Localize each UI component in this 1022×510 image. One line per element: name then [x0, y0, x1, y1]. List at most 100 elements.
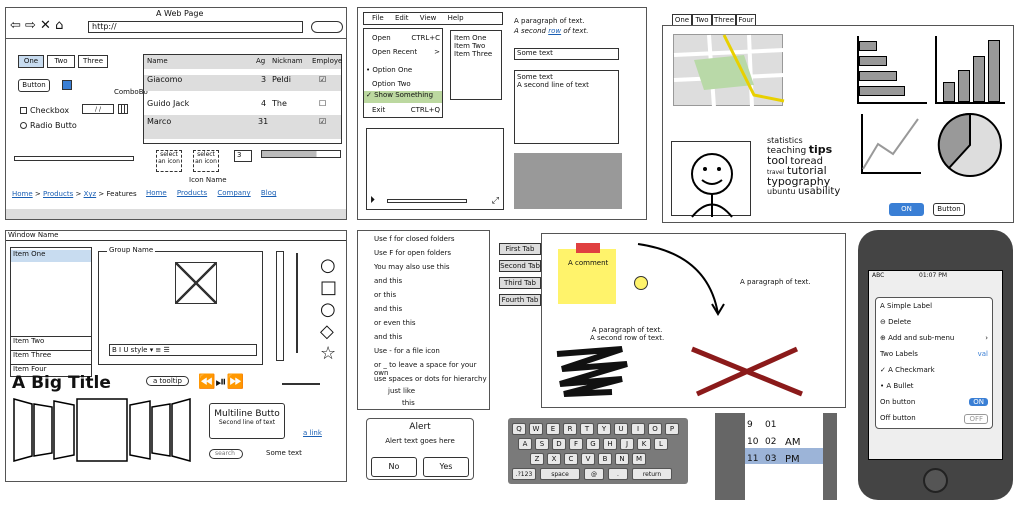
tree-item[interactable]: just like [388, 387, 415, 395]
list-item[interactable]: ⊕ Add and sub-menu› [880, 334, 988, 342]
text-input[interactable]: Some text [514, 48, 619, 60]
color-swatch[interactable] [62, 80, 72, 90]
key-dot[interactable]: . [608, 468, 628, 480]
key-r[interactable]: R [563, 423, 577, 435]
menu-item[interactable]: • Option One [366, 66, 413, 74]
combobox[interactable]: ComboBo [114, 88, 148, 96]
key-v[interactable]: V [581, 453, 595, 465]
key-e[interactable]: E [546, 423, 560, 435]
no-button[interactable]: No [371, 457, 417, 477]
seek-bar[interactable] [387, 199, 467, 203]
toggle-on[interactable]: ON [889, 203, 924, 216]
link[interactable]: a link [303, 429, 322, 437]
grid-header[interactable]: Ag [256, 57, 266, 65]
media-controls[interactable]: ⏪⏯⏩ [198, 374, 245, 390]
list-item[interactable]: Item Two [454, 42, 486, 50]
yes-button[interactable]: Yes [423, 457, 469, 477]
key-u[interactable]: U [614, 423, 628, 435]
volume-slider[interactable] [282, 383, 320, 385]
url-bar[interactable]: http:// [88, 21, 303, 33]
search-box[interactable] [311, 21, 343, 33]
tree-item[interactable]: this [402, 399, 415, 407]
key-c[interactable]: C [564, 453, 578, 465]
key-g[interactable]: G [586, 438, 600, 450]
tab-two[interactable]: Two [47, 55, 75, 68]
tree-item[interactable]: or this [374, 291, 397, 299]
key-at[interactable]: @ [584, 468, 604, 480]
list-item[interactable]: ⊖ Delete [880, 318, 912, 326]
key-p[interactable]: P [665, 423, 679, 435]
key-o[interactable]: O [648, 423, 662, 435]
tab-second[interactable]: Second Tab [499, 260, 541, 272]
button[interactable]: Button [18, 79, 50, 92]
key-k[interactable]: K [637, 438, 651, 450]
tree-item[interactable]: and this [374, 333, 403, 341]
grid-header[interactable]: Employe [312, 57, 343, 65]
menu-item[interactable]: Open Recent> [372, 48, 440, 56]
tab-third[interactable]: Third Tab [499, 277, 541, 289]
key-q[interactable]: Q [512, 423, 526, 435]
list-item[interactable]: A Simple Label [880, 302, 933, 310]
tab-one[interactable]: One [18, 55, 44, 68]
tree-item[interactable]: or _ to leave a space for your own [374, 361, 477, 377]
checkbox[interactable]: Checkbox [20, 106, 69, 115]
tab-three[interactable]: Three [78, 55, 108, 68]
slider-horizontal[interactable] [14, 156, 134, 161]
tab-first[interactable]: First Tab [499, 243, 541, 255]
tab-fourth[interactable]: Fourth Tab [499, 294, 541, 306]
grid-header[interactable]: Nicknam [272, 57, 303, 65]
tree-item[interactable]: use spaces or dots for hierarchy [374, 375, 487, 383]
tab-one[interactable]: One [672, 14, 692, 26]
key-return[interactable]: return [632, 468, 672, 480]
map[interactable] [673, 34, 785, 108]
nav-arrows[interactable]: ⇦ ⇨ ✕ ⌂ [10, 18, 64, 33]
key-numbers[interactable]: .?123 [512, 468, 536, 480]
list-item[interactable]: Item Two [11, 336, 91, 345]
rich-text-toolbar[interactable]: B I U style ▾ ≡ ☰ [109, 344, 257, 356]
calendar-icon[interactable] [118, 104, 128, 114]
key-t[interactable]: T [580, 423, 594, 435]
icon-picker[interactable]: select an icon [193, 150, 219, 172]
key-h[interactable]: H [603, 438, 617, 450]
list-item[interactable]: Item One [11, 250, 91, 262]
menu-item[interactable]: ✓ Show Something [364, 91, 442, 103]
numeric-stepper[interactable]: 3 [234, 150, 252, 162]
date-field[interactable]: / / [82, 104, 114, 114]
list-item[interactable]: Item One [454, 34, 487, 42]
tree-item[interactable]: Use - for a file icon [374, 347, 440, 355]
key-i[interactable]: I [631, 423, 645, 435]
key-j[interactable]: J [620, 438, 634, 450]
key-x[interactable]: X [547, 453, 561, 465]
tree-item[interactable]: or even this [374, 319, 416, 327]
key-d[interactable]: D [552, 438, 566, 450]
list-item[interactable]: Item Three [454, 50, 493, 58]
list-item[interactable]: ✓ A Checkmark [880, 366, 935, 374]
key-l[interactable]: L [654, 438, 668, 450]
key-a[interactable]: A [518, 438, 532, 450]
slider-vertical[interactable] [296, 253, 298, 353]
video-player[interactable]: ⏵ ⤢ [366, 128, 504, 210]
button[interactable]: Button [933, 203, 965, 216]
tree-item[interactable]: Use F for open folders [374, 249, 452, 257]
key-s[interactable]: S [535, 438, 549, 450]
home-button[interactable] [923, 468, 948, 493]
radio-button[interactable]: Radio Butto [20, 121, 77, 130]
scrollbar-vertical[interactable] [276, 251, 284, 361]
tree-item[interactable]: You may also use this [374, 263, 450, 271]
grid-header[interactable]: Name [147, 57, 168, 65]
search-input[interactable]: search [209, 449, 243, 459]
list-item[interactable]: Item Three [11, 350, 91, 359]
fullscreen-icon[interactable]: ⤢ [491, 196, 499, 206]
